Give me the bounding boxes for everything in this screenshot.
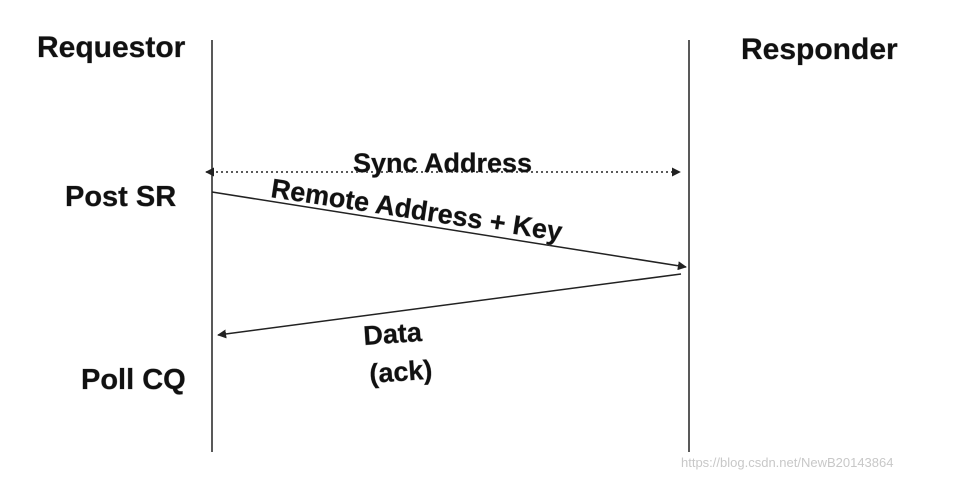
watermark-text: https://blog.csdn.net/NewB20143864	[681, 455, 893, 470]
remote-address-key-label: Remote Address + Key	[269, 173, 564, 247]
poll-cq-label: Poll CQ	[81, 364, 186, 396]
requestor-label: Requestor	[37, 31, 186, 64]
post-sr-label: Post SR	[65, 181, 176, 213]
sync-address-label: Sync Address	[353, 148, 532, 178]
ack-label: (ack)	[368, 355, 433, 389]
remote-address-key-arrow	[211, 191, 687, 271]
data-arrow	[217, 273, 682, 339]
responder-label: Responder	[741, 33, 898, 66]
data-label: Data	[362, 317, 423, 351]
